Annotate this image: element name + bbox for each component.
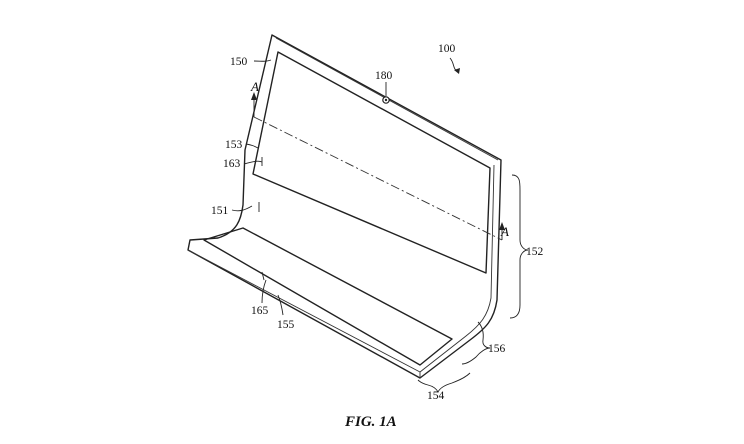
ref-156: 156 bbox=[488, 343, 506, 355]
ref-152: 152 bbox=[526, 246, 544, 258]
bracket-156 bbox=[461, 321, 491, 365]
figure-caption: FIG. 1A bbox=[344, 414, 397, 430]
section-label-left: A bbox=[250, 79, 259, 94]
leader-155 bbox=[277, 294, 284, 316]
leader-163 bbox=[243, 160, 263, 165]
base-lip bbox=[187, 249, 421, 373]
housing-thickness-edge bbox=[275, 37, 499, 378]
base-input-area bbox=[203, 227, 453, 366]
ref-150: 150 bbox=[230, 56, 248, 68]
bracket-152 bbox=[509, 174, 529, 319]
housing-outline bbox=[187, 34, 502, 379]
camera-lens bbox=[384, 98, 388, 102]
section-line bbox=[253, 116, 503, 241]
bracket-154 bbox=[417, 372, 471, 394]
leader-165-tick bbox=[261, 271, 265, 281]
section-arrowhead-left bbox=[251, 92, 257, 100]
leader-165 bbox=[261, 279, 267, 304]
ref-151: 151 bbox=[211, 205, 229, 217]
display-screen bbox=[252, 51, 491, 274]
leader-153 bbox=[245, 143, 259, 149]
leader-150 bbox=[253, 59, 272, 62]
ref-153: 153 bbox=[225, 139, 243, 151]
leader-100-arrowhead bbox=[454, 68, 460, 74]
ref-155: 155 bbox=[277, 319, 295, 331]
ref-163: 163 bbox=[223, 158, 241, 170]
ref-154: 154 bbox=[427, 390, 445, 402]
ref-100: 100 bbox=[438, 43, 456, 55]
section-arrowhead-right bbox=[499, 222, 505, 230]
ref-180: 180 bbox=[375, 70, 393, 82]
leader-151 bbox=[231, 205, 253, 212]
ref-165: 165 bbox=[251, 305, 269, 317]
section-label-right: A bbox=[500, 224, 509, 239]
